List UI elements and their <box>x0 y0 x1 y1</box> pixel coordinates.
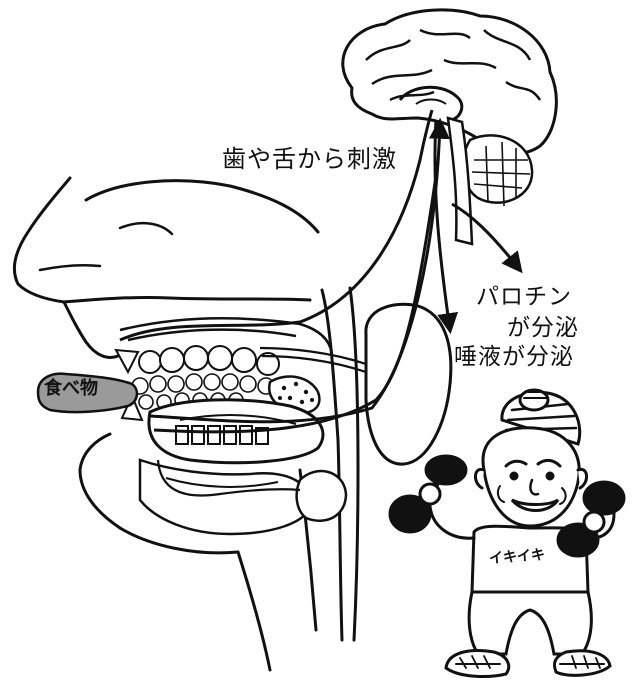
stimulus-label: 歯や舌から刺激 <box>222 147 397 171</box>
submandibular-gland <box>297 471 346 521</box>
food-label: 食べ物 <box>44 380 98 398</box>
cerebellum <box>463 135 532 206</box>
saliva-label: 唾液が分泌 <box>454 346 574 369</box>
parotin-label-line2: が分泌 <box>507 317 579 340</box>
brainstem <box>448 118 472 244</box>
parotin-label-line1: パロチン <box>476 286 572 309</box>
lower-jaw <box>140 460 312 534</box>
upper-teeth <box>116 346 279 375</box>
shirt-label: イキイキ <box>489 548 546 566</box>
